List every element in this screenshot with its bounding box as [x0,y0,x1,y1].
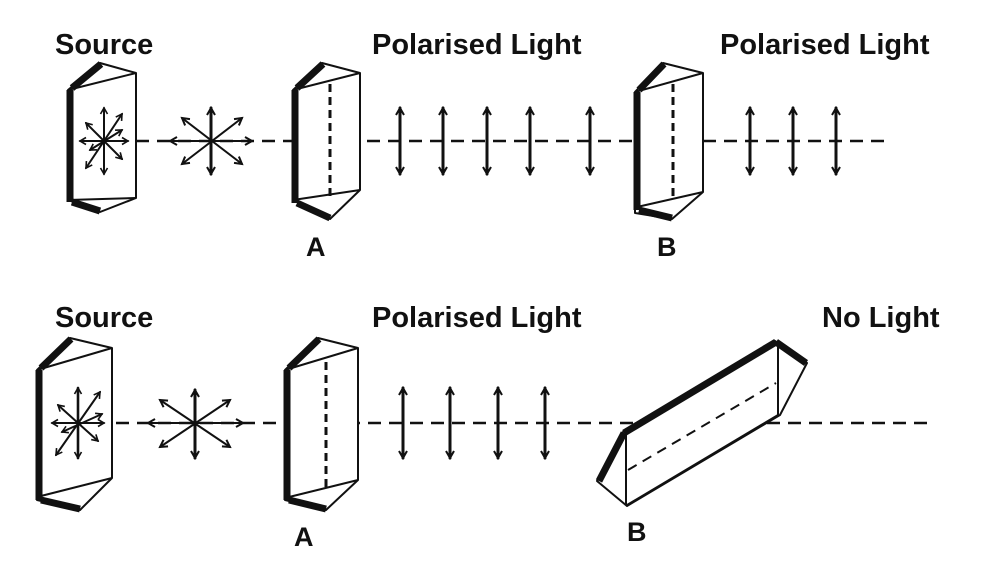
polarizer-a-label: A [294,522,314,552]
polarised-arrows-between [403,388,545,458]
unpolarised-light-icon [170,108,252,174]
polarised-light-after-label: Polarised Light [720,29,930,61]
source-label: Source [55,29,153,61]
polarised-light-label: Polarised Light [372,302,582,334]
polarised-arrows-after [750,108,836,174]
unpolarised-light-icon [50,386,106,460]
polarizer-a-prism [291,61,361,222]
no-light-label: No Light [822,302,940,334]
polarizer-a-prism [283,336,359,513]
unpolarised-light-icon [148,390,243,458]
analyzer-b-prism [633,61,704,222]
row-crossed: Source Polarised Light No Light A B [35,302,940,552]
unpolarised-light-icon [78,106,130,176]
transmission-axis [627,382,777,471]
polarised-arrows-between [400,108,590,174]
source-prism [66,61,137,215]
row-parallel: Source Polarised Light Polarised Light A… [55,29,930,262]
polarised-light-label: Polarised Light [372,29,582,61]
source-prism [35,336,113,513]
analyzer-b-label: B [657,232,677,262]
analyzer-b-prism [595,338,809,507]
analyzer-b-label: B [627,517,647,547]
source-label: Source [55,302,153,334]
polarizer-a-label: A [306,232,326,262]
